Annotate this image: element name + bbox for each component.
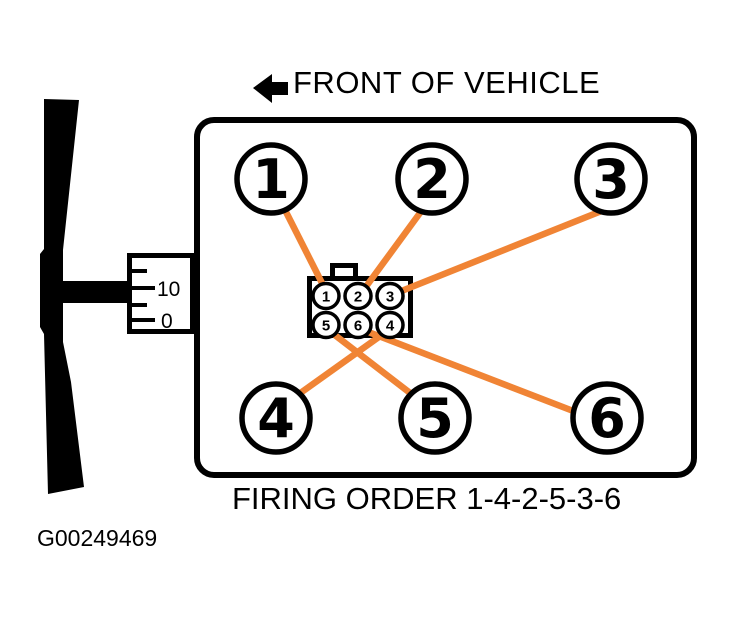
wire-cylinder-4 xyxy=(297,326,392,397)
coil-terminal-5: 5 xyxy=(311,310,341,340)
timing-scale-upper-label: 10 xyxy=(157,278,180,301)
wire-cylinder-5 xyxy=(325,326,416,399)
cylinder-marker-2: 2 xyxy=(395,142,469,216)
left-arrow-icon xyxy=(253,74,288,103)
coil-terminal-3: 3 xyxy=(375,281,405,311)
coil-terminal-1-label: 1 xyxy=(322,289,330,306)
wire-cylinder-2 xyxy=(362,200,431,290)
front-of-vehicle-label: FRONT OF VEHICLE xyxy=(293,65,601,100)
cylinder-6-number: 6 xyxy=(588,387,626,450)
cylinder-4-number: 4 xyxy=(257,387,295,450)
coil-terminal-3-label: 3 xyxy=(386,289,394,306)
cylinder-marker-1: 1 xyxy=(234,142,308,216)
cylinder-1-number: 1 xyxy=(252,148,290,211)
cylinder-marker-5: 5 xyxy=(398,381,472,455)
timing-pointer-arm xyxy=(50,281,129,303)
coil-terminal-6-label: 6 xyxy=(354,318,362,335)
coil-terminal-5-label: 5 xyxy=(322,318,330,335)
timing-scale-lower-label: 0 xyxy=(161,310,173,333)
cylinder-marker-4: 4 xyxy=(239,381,313,455)
figure-id-label: G00249469 xyxy=(37,525,158,551)
coil-terminal-4: 4 xyxy=(375,310,405,340)
coil-terminal-2: 2 xyxy=(343,281,373,311)
coil-terminal-4-label: 4 xyxy=(386,318,395,335)
cylinder-2-number: 2 xyxy=(413,148,451,211)
wire-cylinder-3 xyxy=(397,202,616,296)
coil-terminal-2-label: 2 xyxy=(354,289,362,306)
cylinder-5-number: 5 xyxy=(416,387,454,450)
engine-outline-box xyxy=(194,117,697,478)
cylinder-marker-6: 6 xyxy=(570,381,644,455)
cylinder-marker-3: 3 xyxy=(574,142,648,216)
wire-cylinder-1 xyxy=(280,204,328,291)
wire-cylinder-6 xyxy=(356,324,583,418)
firing-order-label: FIRING ORDER 1-4-2-5-3-6 xyxy=(232,481,622,516)
coil-terminal-6: 6 xyxy=(343,310,373,340)
cylinder-3-number: 3 xyxy=(592,148,630,211)
coil-terminal-1: 1 xyxy=(311,281,341,311)
